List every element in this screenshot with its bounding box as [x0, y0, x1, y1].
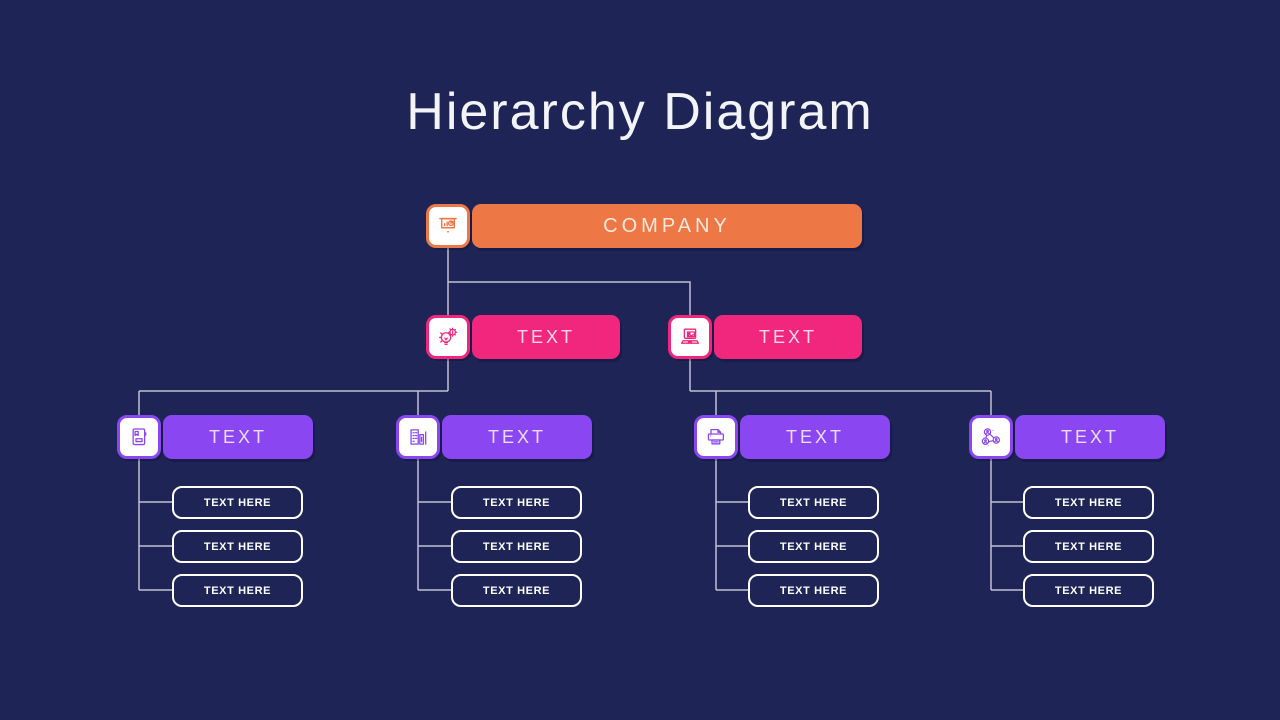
printer-icon — [707, 428, 725, 445]
level2-node1-label: TEXT — [516, 326, 575, 347]
sub-item-box[interactable]: TEXT HERE — [172, 530, 303, 563]
company-node[interactable]: COMPANY — [472, 204, 862, 248]
level3-node1-label: TEXT — [208, 426, 267, 447]
level3-node3-icon-tile[interactable] — [694, 415, 738, 459]
team-network-icon — [981, 428, 1001, 447]
level3-node2-icon-tile[interactable] — [396, 415, 440, 459]
page-title: Hierarchy Diagram — [406, 83, 874, 141]
company-icon-tile[interactable] — [426, 204, 470, 248]
sub-item-label: TEXT HERE — [482, 584, 551, 597]
level3-node3-label: TEXT — [785, 426, 844, 447]
level2-node2-icon-tile[interactable] — [668, 315, 712, 359]
sub-item-label: TEXT HERE — [779, 584, 848, 597]
sub-item-box[interactable]: TEXT HERE — [172, 574, 303, 607]
level2-node1-icon-tile[interactable] — [426, 315, 470, 359]
level2-node2-label: TEXT — [758, 326, 817, 347]
level3-node1-icon-tile[interactable] — [117, 415, 161, 459]
sub-item-box[interactable]: TEXT HERE — [1023, 574, 1154, 607]
level3-node4-label: TEXT — [1060, 426, 1119, 447]
sub-item-box[interactable]: TEXT HERE — [748, 530, 879, 563]
sub-item-box[interactable]: TEXT HERE — [451, 574, 582, 607]
level2-node1[interactable]: TEXT — [472, 315, 620, 359]
office-buildings-icon — [410, 429, 427, 445]
level3-node4[interactable]: TEXT — [1015, 415, 1165, 459]
sub-item-box[interactable]: TEXT HERE — [172, 486, 303, 519]
sub-item-label: TEXT HERE — [779, 496, 848, 509]
sub-item-label: TEXT HERE — [779, 540, 848, 553]
sub-item-box[interactable]: TEXT HERE — [451, 486, 582, 519]
idea-bulb-gear-icon — [439, 327, 458, 346]
sub-item-label: TEXT HERE — [203, 540, 272, 553]
sub-item-label: TEXT HERE — [482, 540, 551, 553]
sub-item-box[interactable]: TEXT HERE — [451, 530, 582, 563]
sub-item-label: TEXT HERE — [1054, 584, 1123, 597]
laptop-presentation-icon — [680, 328, 700, 344]
level3-node2[interactable]: TEXT — [442, 415, 592, 459]
sub-item-label: TEXT HERE — [203, 584, 272, 597]
sub-item-box[interactable]: TEXT HERE — [1023, 530, 1154, 563]
sub-item-label: TEXT HERE — [1054, 496, 1123, 509]
sub-item-box[interactable]: TEXT HERE — [748, 574, 879, 607]
level3-node4-icon-tile[interactable] — [969, 415, 1013, 459]
presentation-chart-icon — [439, 217, 457, 233]
level2-node2[interactable]: TEXT — [714, 315, 862, 359]
company-label: COMPANY — [603, 214, 731, 237]
sub-item-label: TEXT HERE — [203, 496, 272, 509]
notebook-icon — [132, 428, 147, 446]
sub-item-box[interactable]: TEXT HERE — [1023, 486, 1154, 519]
sub-item-label: TEXT HERE — [482, 496, 551, 509]
level3-node2-label: TEXT — [487, 426, 546, 447]
sub-item-box[interactable]: TEXT HERE — [748, 486, 879, 519]
sub-item-label: TEXT HERE — [1054, 540, 1123, 553]
level3-node1[interactable]: TEXT — [163, 415, 313, 459]
level3-node3[interactable]: TEXT — [740, 415, 890, 459]
